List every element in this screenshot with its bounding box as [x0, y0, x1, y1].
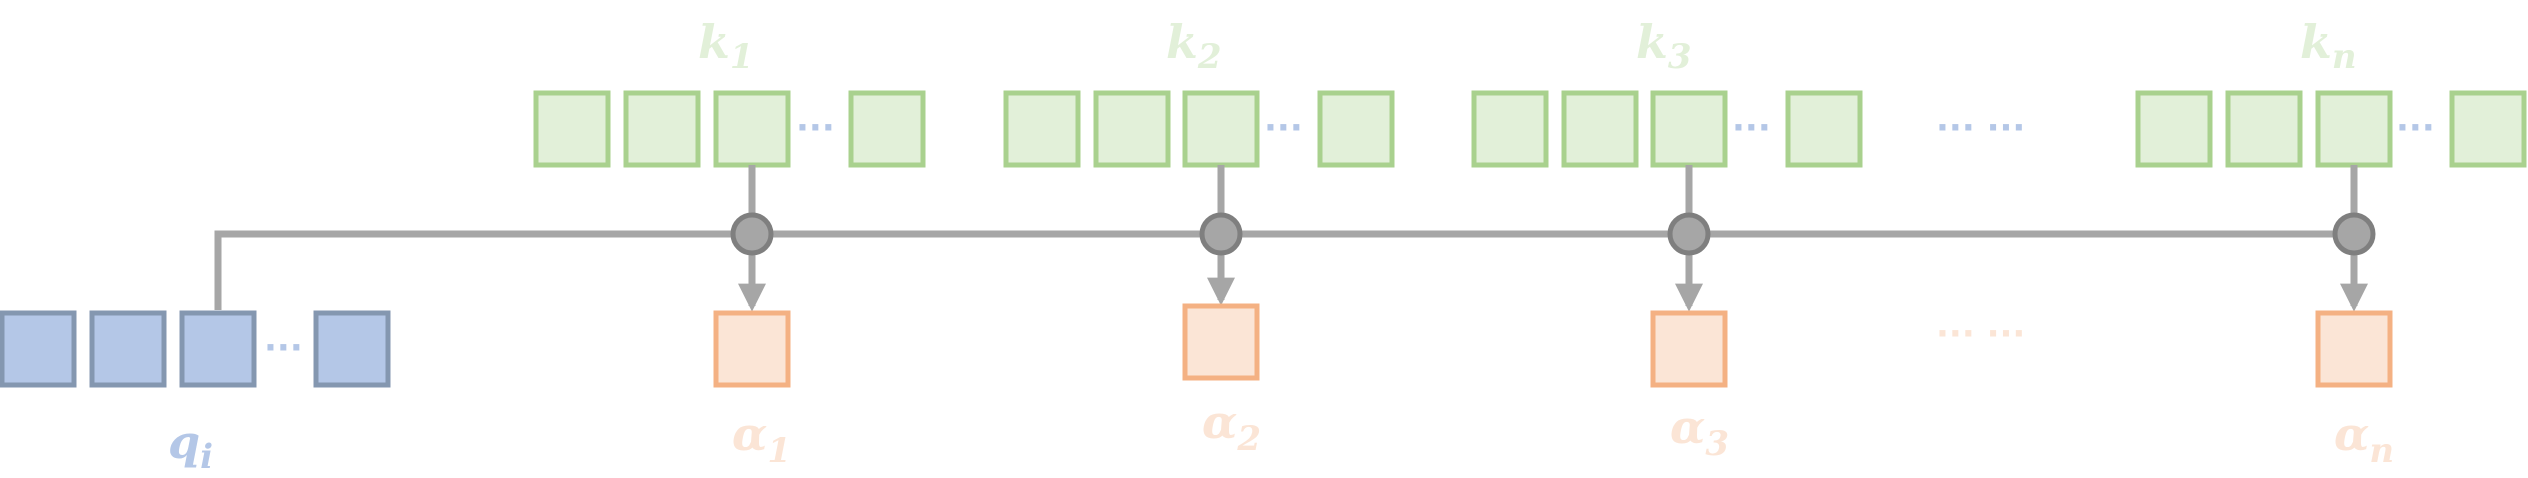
- key-group-1: ···: [533, 90, 926, 168]
- query-sequence: ···: [0, 310, 391, 388]
- key-ellipsis: ···: [796, 108, 835, 148]
- key-token-selected: [2315, 90, 2393, 168]
- key-gap-ellipsis: ··· ···: [1936, 108, 2025, 148]
- key-token: [2449, 90, 2527, 168]
- key-group-3: ···: [1471, 90, 1863, 168]
- key-ellipsis: ···: [1732, 108, 1771, 148]
- alpha-gap-ellipsis: ··· ···: [1936, 314, 2025, 354]
- dot-product-node-3: [1667, 212, 1711, 256]
- query-ellipsis: ···: [264, 328, 303, 368]
- key-ellipsis: ···: [1264, 108, 1303, 148]
- alpha-box-2: [1182, 303, 1260, 381]
- key-token: [533, 90, 611, 168]
- query-connector-line: [214, 230, 2354, 310]
- alpha-label-3: α3: [1670, 400, 1729, 464]
- alpha-label-n: αn: [2334, 407, 2394, 471]
- key-token-selected: [1182, 90, 1260, 168]
- dot-product-node-n: [2332, 212, 2376, 256]
- query-token: [0, 310, 77, 388]
- key-token-selected: [1650, 90, 1728, 168]
- query-token: [89, 310, 167, 388]
- dot-product-node-1: [730, 212, 774, 256]
- key-token: [623, 90, 701, 168]
- key-ellipsis: ···: [2396, 108, 2435, 148]
- key-token: [1785, 90, 1863, 168]
- key-group-2: ···: [1003, 90, 1395, 168]
- query-token: [313, 310, 391, 388]
- alpha-label-2: α2: [1202, 395, 1261, 459]
- key-label-n: kn: [2300, 15, 2357, 77]
- key-token: [1317, 90, 1395, 168]
- key-token: [1561, 90, 1639, 168]
- key-token: [1471, 90, 1549, 168]
- query-label: qi: [168, 415, 213, 477]
- dot-product-node-2: [1199, 212, 1243, 256]
- key-label-2: k2: [1166, 15, 1222, 77]
- query-token-selected: [179, 310, 257, 388]
- alpha-box-n: [2315, 310, 2393, 388]
- key-token: [2135, 90, 2213, 168]
- alpha-box-1: [713, 310, 791, 388]
- key-token: [1003, 90, 1081, 168]
- key-token-selected: [713, 90, 791, 168]
- alpha-label-1: α1: [732, 407, 791, 471]
- key-label-3: k3: [1636, 15, 1692, 77]
- key-token: [2225, 90, 2303, 168]
- key-label-1: k1: [698, 15, 754, 77]
- key-group-n: ···: [2135, 90, 2527, 168]
- alpha-box-3: [1650, 310, 1728, 388]
- key-token: [848, 90, 926, 168]
- key-token: [1093, 90, 1171, 168]
